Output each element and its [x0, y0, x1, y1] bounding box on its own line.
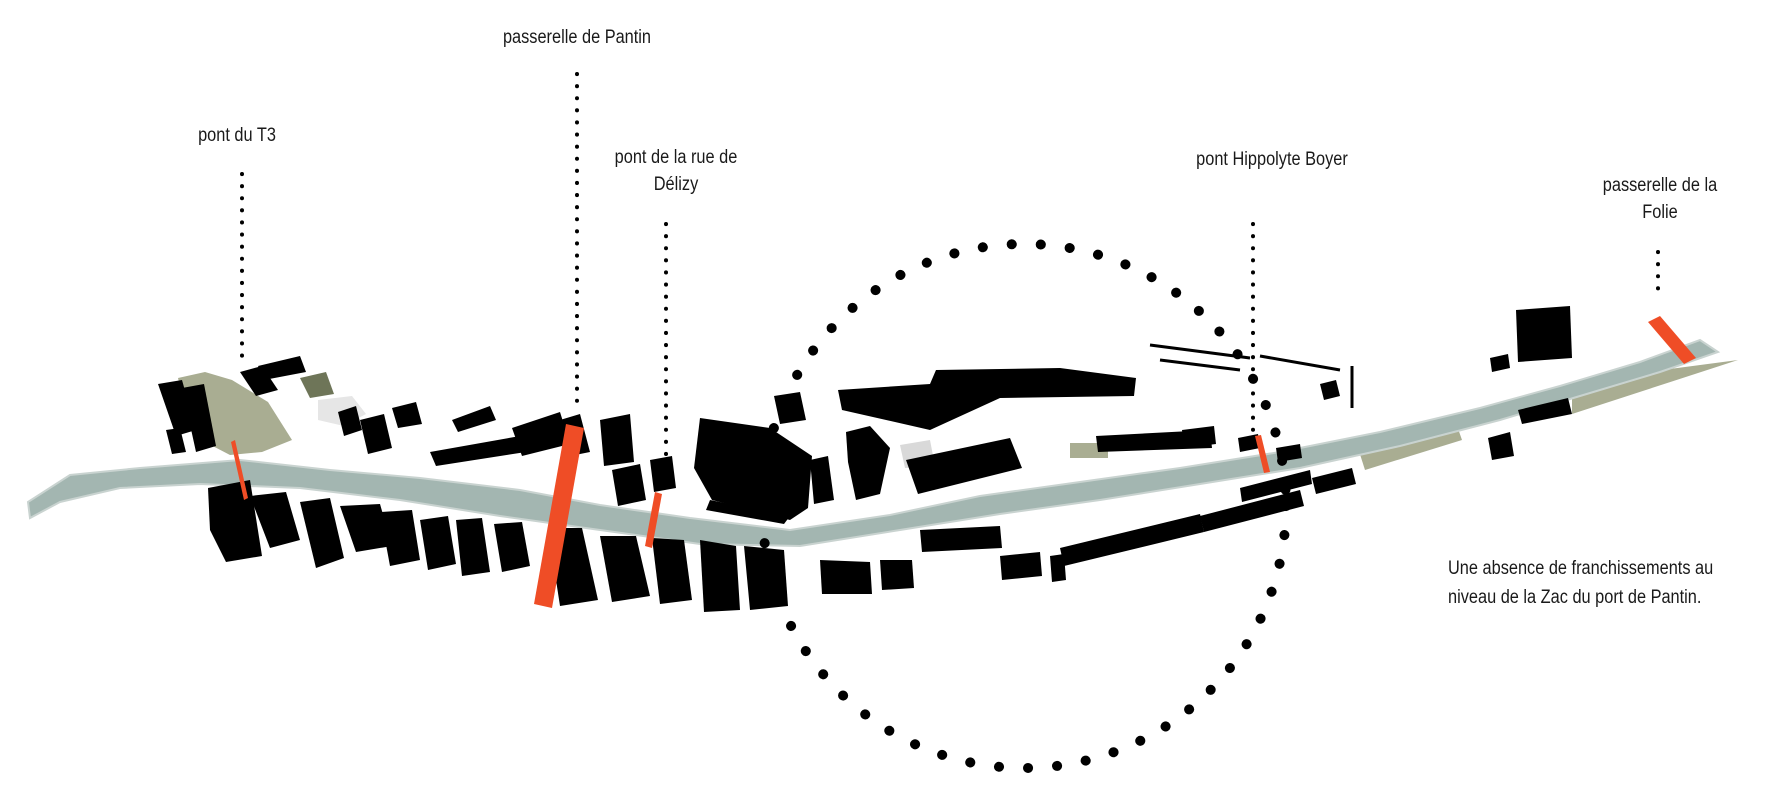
- building: [340, 504, 392, 552]
- bridge-pont-hippolyte: [1255, 435, 1270, 473]
- label-text: Délizy: [653, 174, 699, 195]
- building: [1240, 470, 1312, 502]
- label-text: passerelle de la: [1602, 175, 1718, 196]
- building: [706, 500, 790, 524]
- label-pont-t3: pont du T3: [155, 122, 318, 149]
- building: [744, 546, 788, 610]
- canal-ourcq: [26, 338, 1721, 548]
- label-text: pont du T3: [198, 125, 276, 146]
- green-space-dark: [300, 372, 334, 398]
- building: [774, 392, 806, 424]
- building: [652, 538, 692, 604]
- bridges: [231, 316, 1696, 608]
- fragment: [1159, 358, 1241, 372]
- building: [1238, 434, 1260, 452]
- building: [838, 368, 1136, 430]
- bridge-passerelle-pantin: [534, 424, 584, 608]
- building: [612, 464, 646, 506]
- label-text: passerelle de Pantin: [502, 27, 652, 48]
- building: [208, 480, 262, 562]
- building: [810, 456, 834, 504]
- building: [1516, 306, 1572, 362]
- building: [430, 436, 526, 466]
- building: [380, 510, 420, 566]
- building: [258, 356, 306, 380]
- building: [300, 498, 344, 568]
- building: [1060, 514, 1204, 566]
- label-passerelle-pantin: passerelle de Pantin: [478, 24, 676, 51]
- building: [360, 414, 392, 454]
- building: [512, 412, 570, 456]
- building: [880, 560, 914, 590]
- buildings-north: [158, 306, 1572, 524]
- note-line: Une absence de franchissements au: [1448, 558, 1714, 579]
- building: [694, 418, 812, 520]
- building: [456, 518, 490, 576]
- label-text: Folie: [1642, 202, 1678, 223]
- building: [166, 428, 186, 454]
- building: [1488, 432, 1514, 460]
- label-pont-delizy: pont de la rue de Délizy: [581, 144, 770, 198]
- building: [1200, 490, 1304, 532]
- building: [820, 560, 872, 594]
- note-line: niveau de la Zac du port de Pantin.: [1448, 587, 1702, 608]
- building: [846, 426, 890, 500]
- building: [182, 384, 216, 452]
- bridge-pont-delizy: [645, 492, 662, 548]
- building: [1490, 354, 1510, 372]
- building: [338, 406, 362, 436]
- building: [1000, 552, 1042, 580]
- leader-lines: [240, 72, 1660, 488]
- building: [158, 380, 196, 436]
- label-text: pont Hippolyte Boyer: [1196, 149, 1348, 170]
- label-passerelle-folie: passerelle de la Folie: [1574, 172, 1746, 226]
- buildings-south: [208, 398, 1572, 612]
- building: [494, 522, 530, 572]
- building: [650, 456, 676, 492]
- map-note: Une absence de franchissements au niveau…: [1448, 554, 1713, 612]
- bridge-pont-t3: [231, 440, 248, 500]
- building: [600, 536, 650, 602]
- building: [392, 402, 422, 428]
- building: [600, 414, 634, 466]
- building: [1050, 554, 1066, 582]
- building: [420, 516, 456, 570]
- building: [1320, 380, 1340, 400]
- label-pont-hippolyte: pont Hippolyte Boyer: [1173, 146, 1371, 173]
- label-text: pont de la rue de: [614, 147, 738, 168]
- building: [1518, 398, 1572, 424]
- bridge-passerelle-folie: [1648, 316, 1696, 364]
- building: [250, 492, 300, 548]
- green-space-folie: [1572, 360, 1738, 414]
- building: [452, 406, 496, 432]
- building: [1182, 426, 1216, 448]
- building: [700, 540, 740, 612]
- building: [920, 526, 1002, 552]
- building: [1312, 468, 1356, 494]
- zone-circle: [757, 239, 1291, 773]
- building: [240, 366, 278, 396]
- building: [906, 438, 1022, 494]
- fragment: [1259, 354, 1341, 372]
